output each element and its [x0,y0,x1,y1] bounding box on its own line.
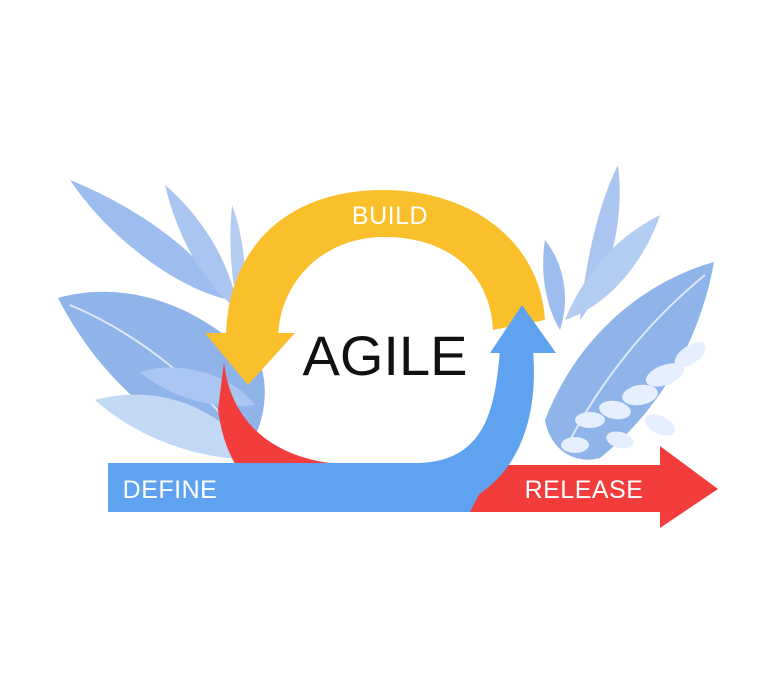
leaf-right-frond [565,215,660,320]
define-bar [108,458,498,512]
define-arrowhead [490,305,556,353]
define-curve [400,350,534,512]
define-label: DEFINE [123,476,218,504]
build-label: BUILD [352,202,428,230]
leaf-left-tall [165,185,238,310]
agile-title: AGILE [303,324,468,387]
define-arrow [108,305,556,512]
leaf-left-upper [70,180,230,300]
right-foliage [543,165,714,460]
build-arrow [205,190,545,385]
build-arc [226,190,545,340]
build-arrowhead [205,333,295,385]
leaf-right-small [543,240,565,330]
right-white-flowers [561,342,706,453]
leaf-left-fan [95,394,258,460]
release-label: RELEASE [525,476,644,504]
